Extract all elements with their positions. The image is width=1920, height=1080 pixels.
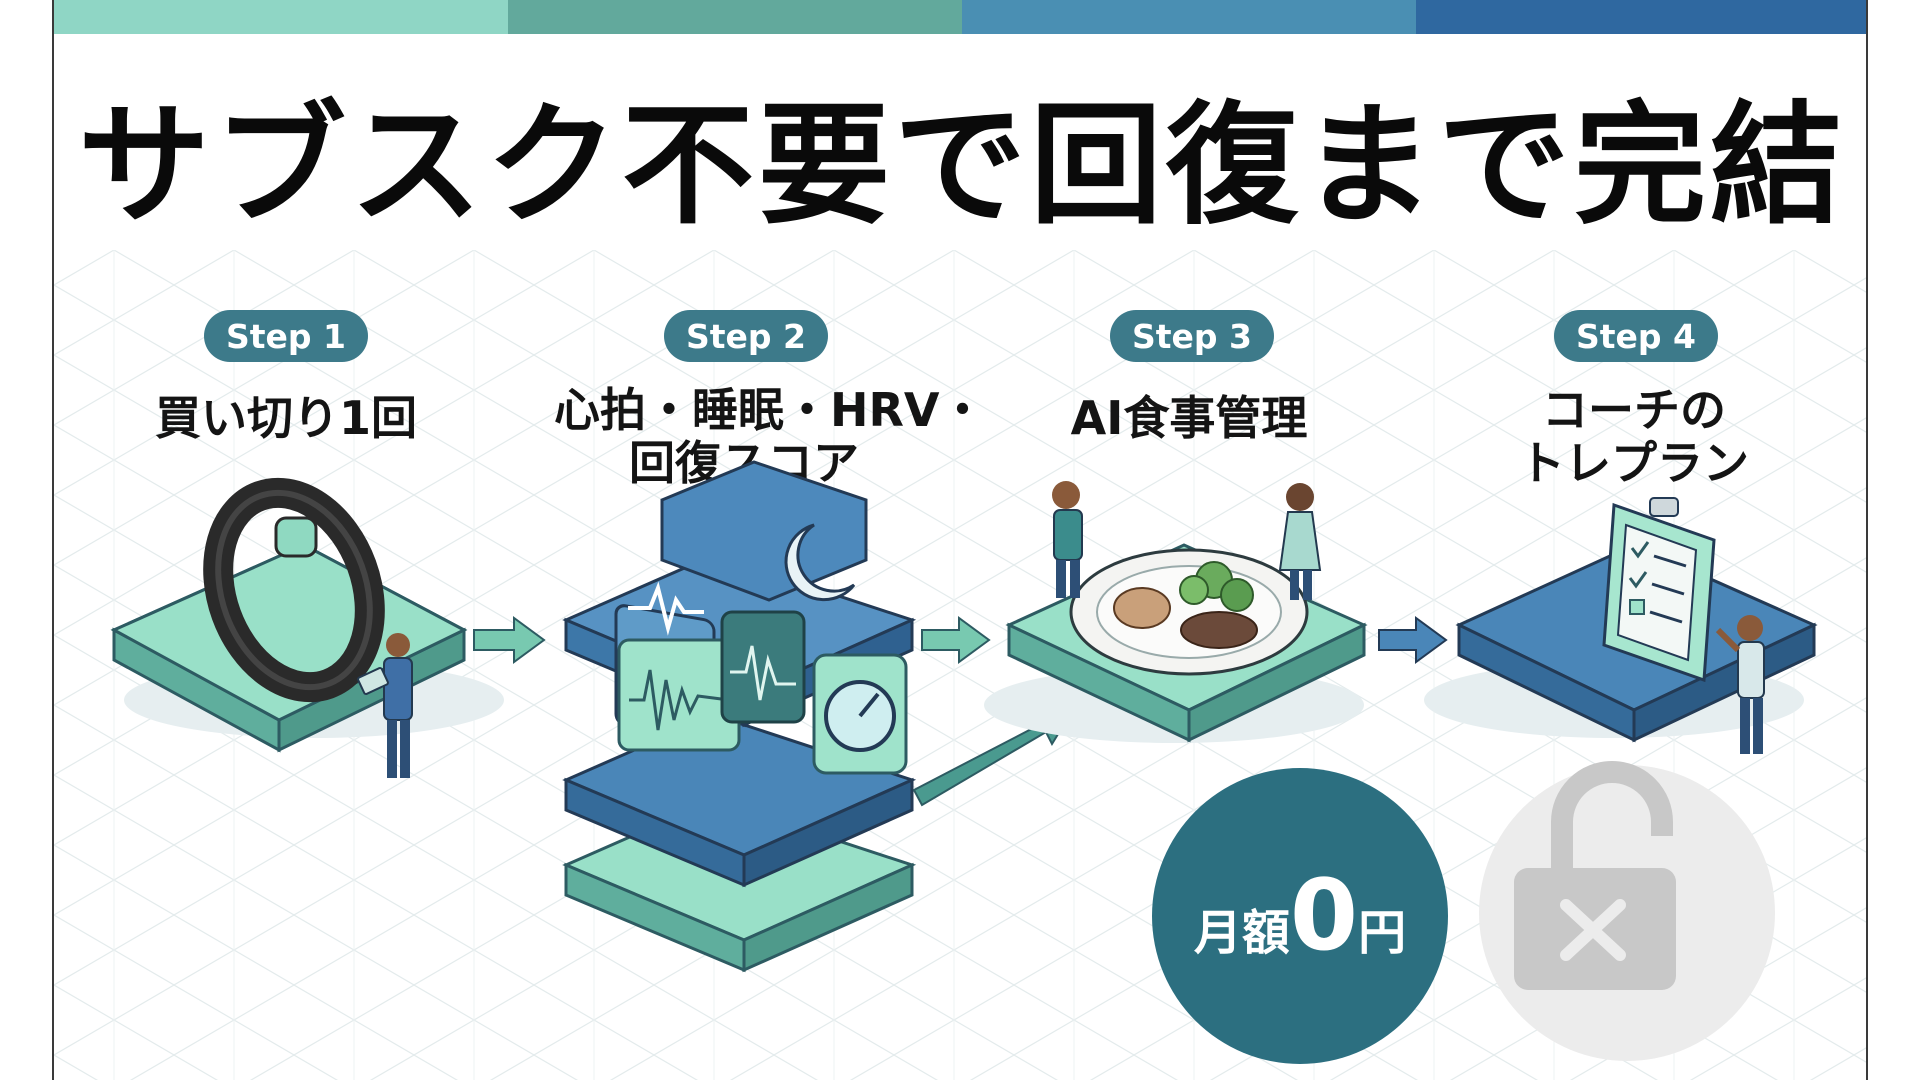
price-amount: 0 <box>1289 859 1359 973</box>
person-with-tablet-icon <box>357 633 413 778</box>
top-bar-segment <box>1416 0 1866 34</box>
arrow-right-icon <box>1378 616 1448 664</box>
illustration-layer <box>110 460 1818 1061</box>
page-title: サブスク不要で回復まで完結 <box>78 89 1846 243</box>
step-4-label-line: コーチの <box>1542 383 1726 437</box>
step-2-label-line: 心拍・睡眠・HRV・ <box>554 383 986 437</box>
person-right-icon <box>1278 483 1322 600</box>
step-1-platform <box>110 543 504 753</box>
gauge-icon <box>812 653 908 775</box>
person-left-icon <box>1052 481 1083 598</box>
step-1-label: 買い切り1回 <box>136 391 436 445</box>
price-unit: 円 <box>1358 905 1407 961</box>
step-4-label: コーチの トレプラン <box>1484 383 1784 491</box>
clipboard-checklist-icon <box>1602 497 1716 683</box>
step-4-label-line: トレプラン <box>1519 436 1749 491</box>
ecg-panel-icon <box>720 610 806 724</box>
step-3-label-line: AI食事管理 <box>1070 391 1308 445</box>
step-1-label-line: 買い切り1回 <box>154 391 417 445</box>
top-bar-segment <box>962 0 1416 34</box>
step-4-badge: Step 4 <box>1554 310 1718 362</box>
price-prefix: 月額 <box>1193 905 1290 961</box>
slide: サブスク不要で回復まで完結 Step 1 Step 2 Step 3 Step … <box>52 0 1868 1080</box>
step-4-platform <box>1424 543 1818 743</box>
step-3-badge: Step 3 <box>1110 310 1274 362</box>
top-color-bar <box>54 0 1866 34</box>
step-3-label: AI食事管理 <box>1039 391 1339 445</box>
smart-ring-icon <box>203 477 385 703</box>
unlocked-padlock-x-icon <box>1479 761 1775 1061</box>
monthly-fee-zero-badge: 月額 0 円 <box>1152 768 1448 1064</box>
arrow-right-icon <box>473 616 546 664</box>
meal-plate-icon <box>1069 548 1309 676</box>
step-2-label: 心拍・睡眠・HRV・ 回復スコア <box>554 383 986 491</box>
arrow-right-icon <box>921 616 991 664</box>
person-pointing-icon <box>1715 615 1765 754</box>
top-bar-segment <box>508 0 962 34</box>
step-1-badge: Step 1 <box>204 310 368 362</box>
step-2-badge: Step 2 <box>664 310 828 362</box>
moon-icon <box>784 523 856 602</box>
top-bar-segment <box>54 0 508 34</box>
